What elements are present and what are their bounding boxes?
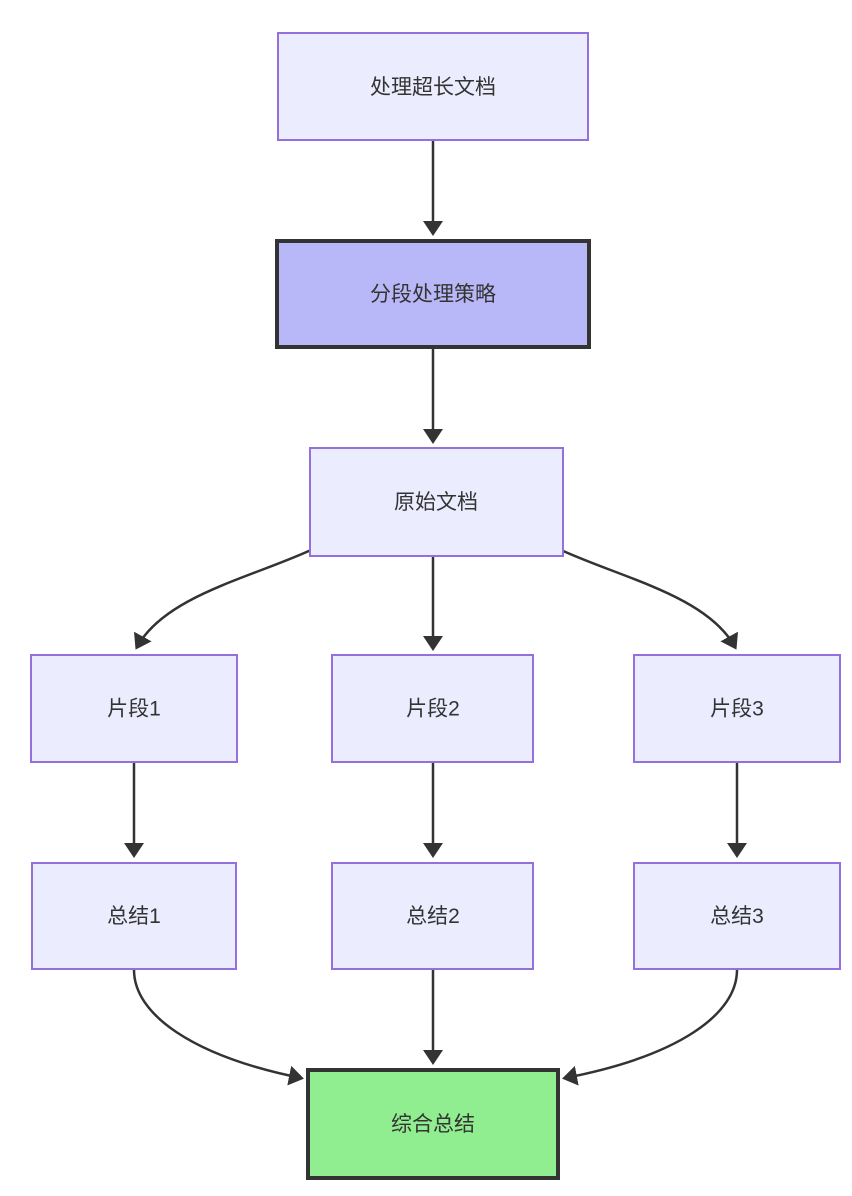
node-segment-3: 片段3 [633,654,841,763]
node-segment-2: 片段2 [331,654,534,763]
node-segmentation-strategy: 分段处理策略 [275,239,591,349]
node-summary-3-label: 总结3 [710,905,764,928]
node-summary-2-label: 总结2 [406,905,460,928]
node-segment-3-label: 片段3 [710,698,764,721]
edge-original-to-segment3-arrow [560,548,738,650]
node-summary-1: 总结1 [31,862,237,970]
node-layer: 处理超长文档 分段处理策略 原始文档 片段1 片段2 片段3 [30,32,841,1180]
node-combined-summary-box [306,1068,560,1180]
node-segment-1-box [30,654,238,763]
node-process-long-doc-label: 处理超长文档 [370,76,496,99]
node-summary-2: 总结2 [331,862,534,970]
node-segment-1-label: 片段1 [107,698,161,721]
edge-summary3-to-combined-arrow [562,969,739,1086]
node-summary-1-box [31,862,237,970]
node-segment-1: 片段1 [30,654,238,763]
node-process-long-doc-box [277,32,589,141]
edge-layer [124,141,747,1086]
node-segmentation-strategy-label: 分段处理策略 [370,283,496,306]
node-summary-3-box [633,862,841,970]
node-segment-2-label: 片段2 [406,698,460,721]
node-original-doc-box [309,447,564,557]
node-process-long-doc: 处理超长文档 [277,32,589,141]
node-summary-1-label: 总结1 [107,905,161,928]
node-combined-summary: 综合总结 [306,1068,560,1180]
node-summary-3: 总结3 [633,862,841,970]
edge-summary1-to-combined-arrow [132,969,304,1086]
node-combined-summary-label: 综合总结 [391,1113,475,1136]
node-segment-2-box [331,654,534,763]
node-original-doc: 原始文档 [309,447,564,557]
node-segment-3-box [633,654,841,763]
node-summary-2-box [331,862,534,970]
node-original-doc-label: 原始文档 [394,491,478,514]
node-segmentation-strategy-box [275,239,591,349]
edge-original-to-segment1-arrow [134,548,312,650]
